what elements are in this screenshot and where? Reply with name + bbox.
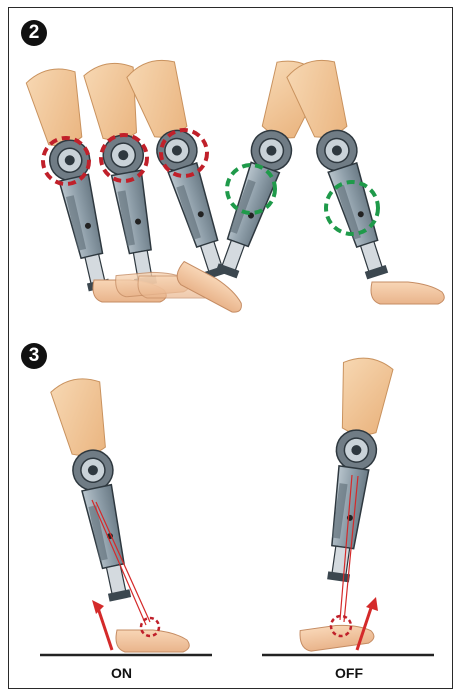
label-off: OFF — [335, 665, 363, 681]
leg-on — [49, 375, 145, 605]
foot-5 — [371, 282, 444, 304]
foot-off — [299, 620, 375, 652]
arrow-on — [92, 600, 112, 650]
foot-on — [116, 630, 189, 652]
leg-pose-5 — [285, 55, 402, 284]
leg-off — [313, 355, 394, 584]
label-on: ON — [111, 665, 132, 681]
